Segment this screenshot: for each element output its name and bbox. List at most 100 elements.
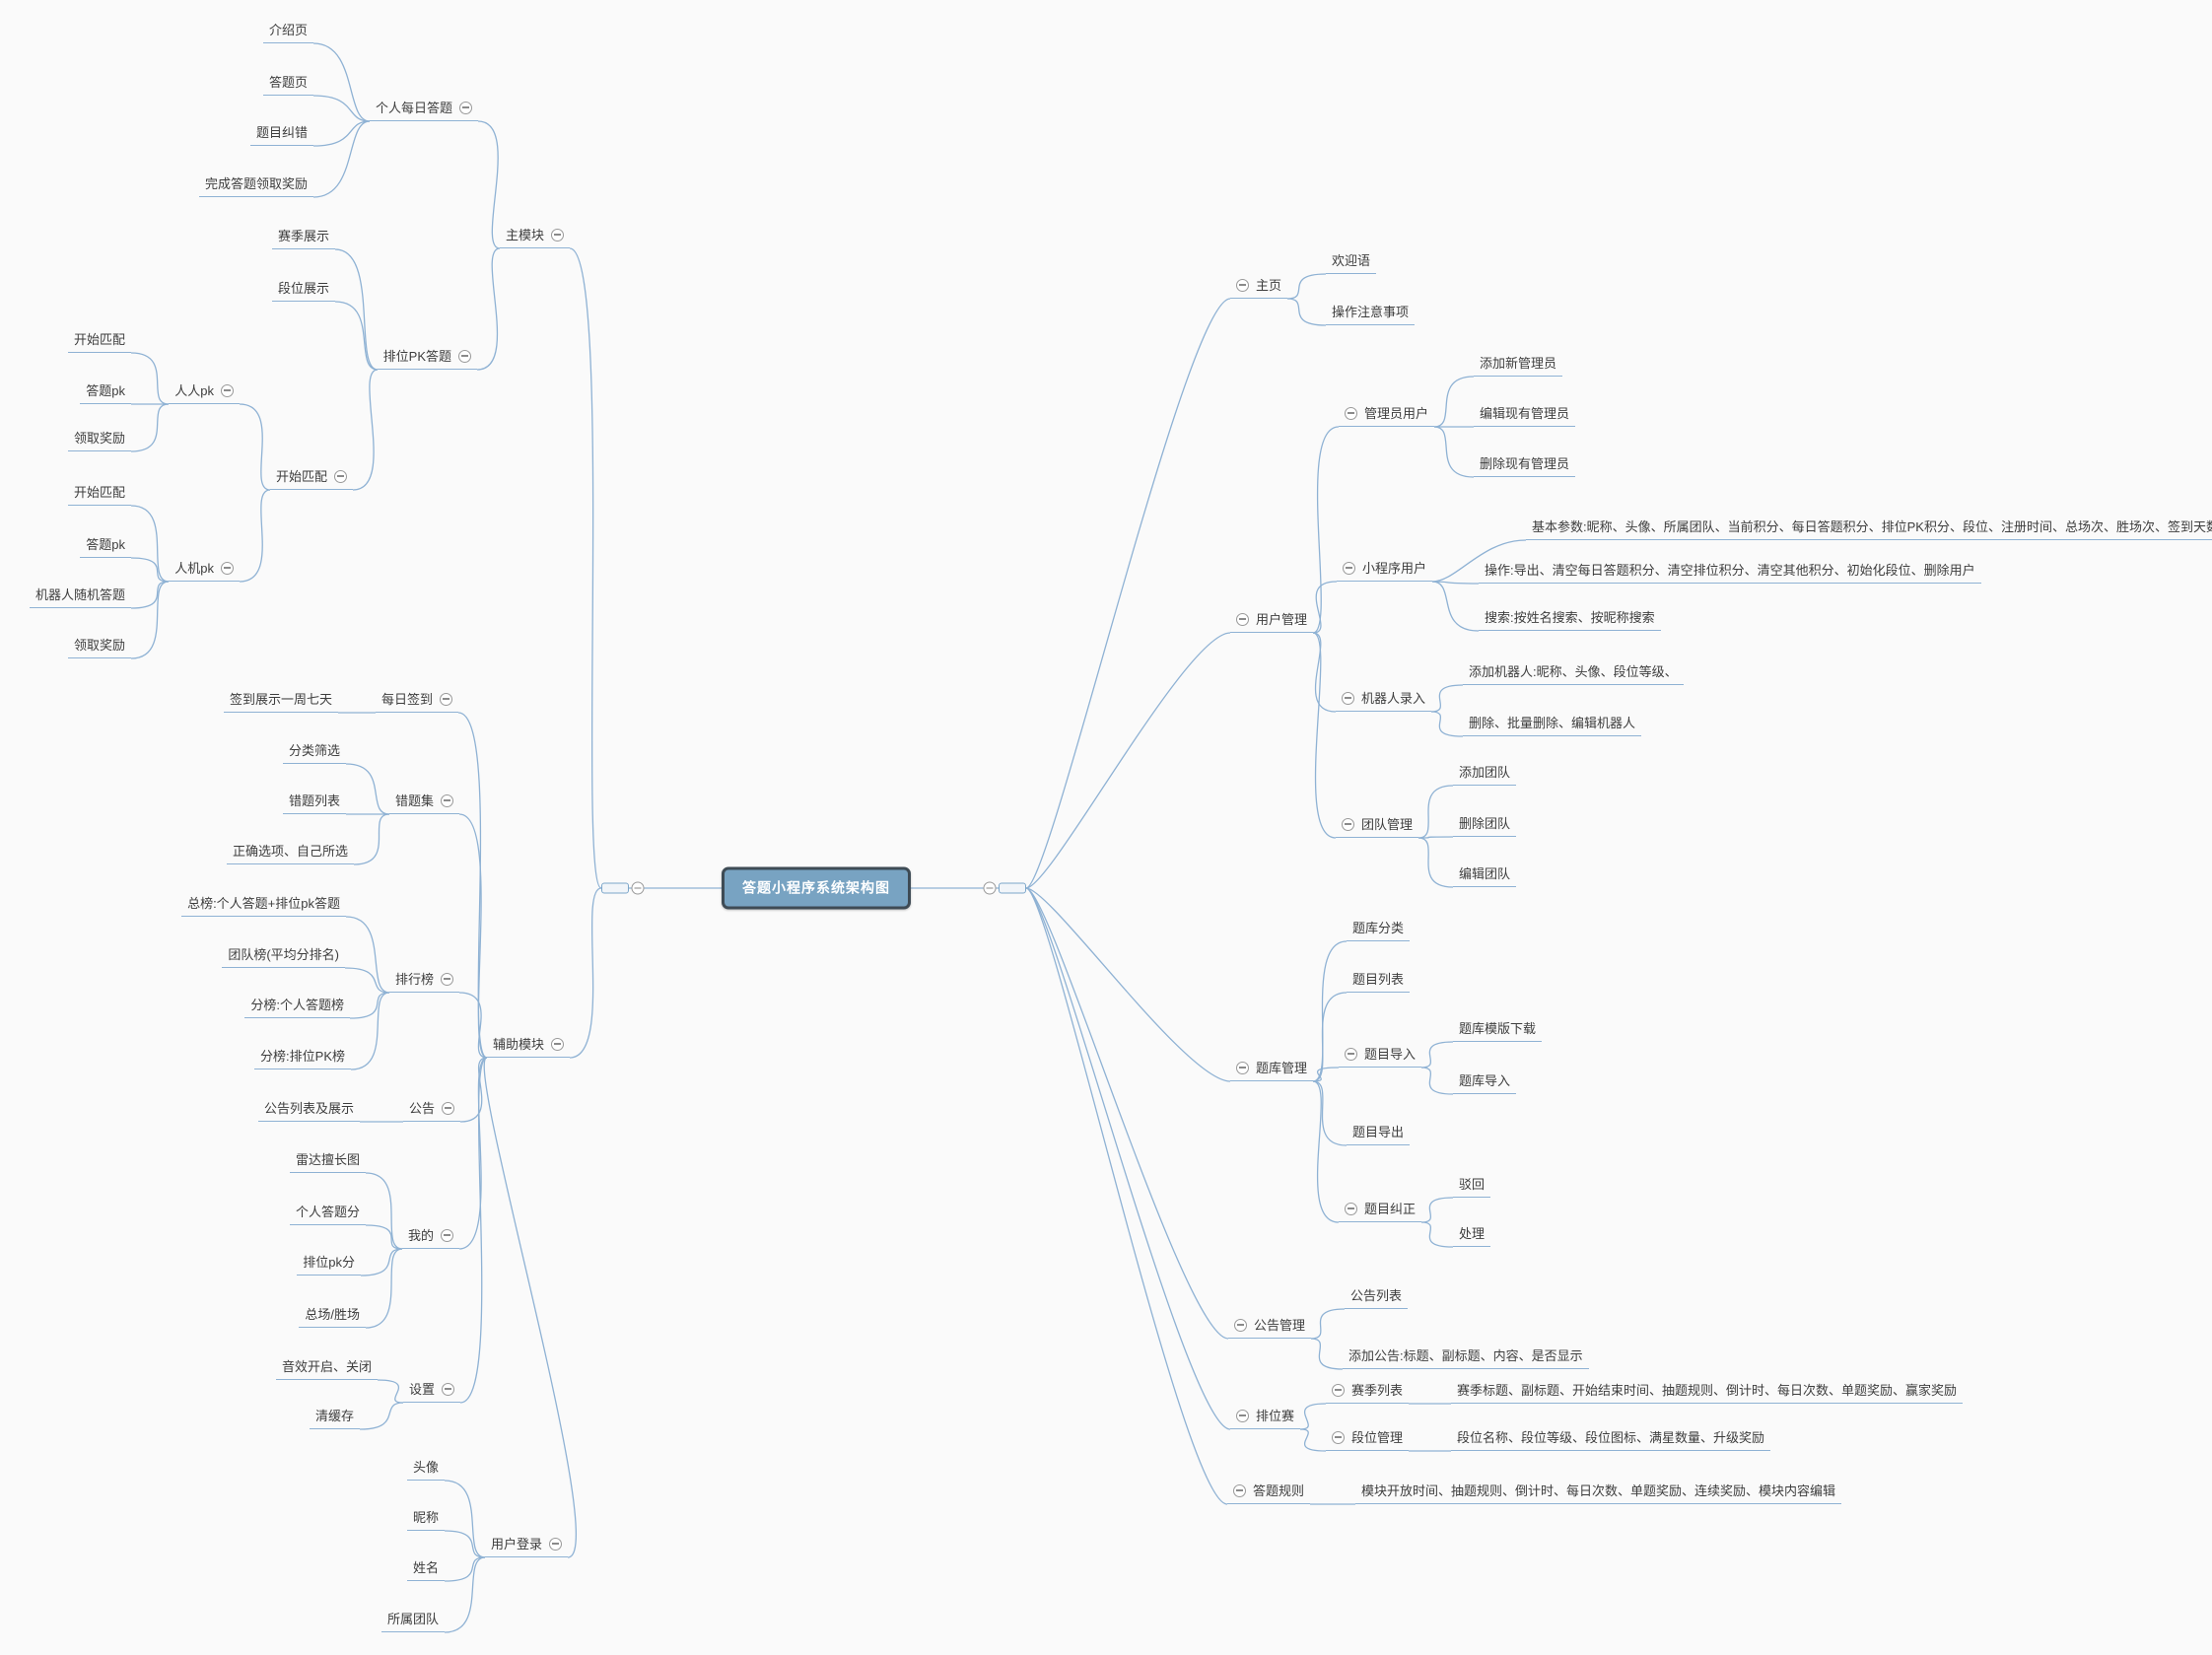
mind-node[interactable]: 模块开放时间、抽题规则、倒计时、每日次数、单题奖励、连续奖励、模块内容编辑 [1355, 1481, 1842, 1504]
mind-node[interactable]: 题库模版下载 [1453, 1018, 1543, 1042]
mind-node[interactable]: 赛季展示 [271, 226, 335, 249]
collapse-icon[interactable] [983, 881, 997, 895]
mind-node[interactable]: 用户登录 [484, 1534, 568, 1557]
mind-node[interactable]: 添加公告:标题、副标题、内容、是否显示 [1343, 1345, 1589, 1369]
mind-node[interactable]: 介绍页 [262, 20, 313, 43]
mind-node[interactable]: 音效开启、关闭 [275, 1356, 378, 1380]
mind-node[interactable]: 题目纠错 [249, 122, 313, 146]
mind-node[interactable]: 题库分类 [1347, 918, 1411, 941]
collapse-icon[interactable] [459, 101, 472, 114]
collapse-icon[interactable] [441, 972, 453, 986]
mind-node[interactable]: 团队榜(平均分排名) [222, 944, 345, 968]
mind-node[interactable]: 所属团队 [380, 1609, 445, 1632]
mind-node[interactable]: 答题pk [80, 534, 131, 558]
mind-node[interactable]: 段位名称、段位等级、段位图标、满星数量、升级奖励 [1451, 1427, 1771, 1451]
mind-node[interactable]: 开始匹配 [67, 329, 131, 353]
mind-node[interactable]: 赛季列表 [1326, 1380, 1410, 1404]
mind-node[interactable]: 总榜:个人答题+排位pk答题 [181, 893, 346, 917]
collapse-icon[interactable] [1343, 561, 1355, 575]
mind-node[interactable]: 头像 [406, 1457, 445, 1481]
mind-node[interactable]: 分榜:排位PK榜 [254, 1046, 351, 1069]
mind-node[interactable]: 删除现有管理员 [1474, 453, 1576, 477]
collapse-icon[interactable] [1233, 1483, 1246, 1497]
mind-node[interactable]: 搜索:按姓名搜索、按昵称搜索 [1479, 607, 1661, 631]
mind-node[interactable]: 分榜:个人答题榜 [244, 995, 350, 1018]
mind-node[interactable]: 错题列表 [282, 791, 346, 814]
mind-node[interactable]: 排位pk分 [297, 1252, 361, 1276]
collapse-icon[interactable] [1342, 817, 1354, 831]
collapse-icon[interactable] [221, 383, 234, 397]
mind-node[interactable]: 个人每日答题 [369, 98, 478, 121]
collapse-icon[interactable] [1345, 1047, 1357, 1061]
mind-node[interactable]: 题目导出 [1347, 1122, 1411, 1145]
mind-node[interactable]: 段位展示 [271, 278, 335, 302]
collapse-icon[interactable] [1236, 612, 1249, 626]
collapse-icon[interactable] [1234, 1318, 1247, 1332]
collapse-icon[interactable] [334, 469, 347, 483]
mind-node[interactable]: 签到展示一周七天 [223, 689, 338, 713]
mind-node[interactable]: 错题集 [388, 791, 459, 814]
mind-node[interactable]: 小程序用户 [1337, 558, 1433, 582]
mind-node[interactable]: 团队管理 [1336, 814, 1419, 838]
mind-node[interactable]: 机器人录入 [1336, 688, 1432, 712]
mind-node[interactable]: 雷达擅长图 [289, 1149, 366, 1173]
mind-node[interactable]: 删除、批量删除、编辑机器人 [1463, 713, 1642, 736]
mind-node[interactable]: 主页 [1230, 275, 1288, 299]
mind-node[interactable]: 管理员用户 [1339, 403, 1435, 427]
mind-node[interactable]: 主模块 [499, 225, 570, 248]
collapse-icon[interactable] [1236, 1409, 1249, 1422]
mind-node[interactable]: 处理 [1453, 1223, 1491, 1247]
mind-node[interactable]: 添加机器人:昵称、头像、段位等级、 [1463, 661, 1684, 685]
mind-node[interactable]: 辅助模块 [486, 1034, 570, 1058]
collapse-icon[interactable] [458, 349, 471, 363]
mind-node[interactable]: 编辑团队 [1453, 863, 1517, 887]
mind-node[interactable]: 删除团队 [1453, 813, 1517, 837]
mind-node[interactable]: 操作:导出、清空每日答题积分、清空排位积分、清空其他积分、初始化段位、删除用户 [1479, 560, 1981, 584]
mind-node[interactable]: 开始匹配 [67, 482, 131, 506]
mind-node[interactable]: 领取奖励 [67, 635, 131, 658]
mind-node[interactable]: 题库管理 [1230, 1058, 1314, 1081]
mind-node[interactable]: 题目导入 [1339, 1044, 1422, 1068]
mind-node[interactable]: 领取奖励 [67, 428, 131, 451]
collapse-icon[interactable] [442, 1382, 454, 1396]
collapse-icon[interactable] [1236, 1061, 1249, 1074]
mind-node[interactable]: 昵称 [406, 1507, 445, 1531]
collapse-icon[interactable] [441, 1228, 453, 1242]
mind-node[interactable]: 赛季标题、副标题、开始结束时间、抽题规则、倒计时、每日次数、单题奖励、赢家奖励 [1451, 1380, 1964, 1404]
collapse-icon[interactable] [1342, 691, 1354, 705]
mind-node[interactable]: 开始匹配 [269, 466, 353, 490]
mind-node[interactable]: 排位赛 [1230, 1406, 1301, 1429]
collapse-icon[interactable] [440, 692, 452, 706]
mind-node[interactable]: 机器人随机答题 [29, 585, 131, 608]
mind-node[interactable]: 答题pk [80, 380, 131, 404]
mind-node[interactable]: 题库导入 [1453, 1070, 1517, 1094]
mind-node[interactable]: 添加团队 [1453, 762, 1517, 786]
collapse-icon[interactable] [549, 1537, 562, 1551]
mind-node[interactable]: 公告管理 [1228, 1315, 1312, 1339]
branch-topic[interactable] [999, 882, 1026, 894]
mind-node[interactable]: 排位PK答题 [377, 346, 477, 370]
collapse-icon[interactable] [631, 881, 645, 895]
mind-node[interactable]: 每日签到 [375, 689, 458, 713]
collapse-icon[interactable] [1332, 1430, 1345, 1444]
mind-node[interactable]: 姓名 [406, 1557, 445, 1581]
mind-node[interactable]: 总场/胜场 [299, 1304, 366, 1328]
mind-node[interactable]: 驳回 [1453, 1174, 1491, 1198]
mind-node[interactable]: 基本参数:昵称、头像、所属团队、当前积分、每日答题积分、排位PK积分、段位、注册… [1526, 517, 2212, 540]
collapse-icon[interactable] [1345, 1202, 1357, 1215]
mind-node[interactable]: 排行榜 [388, 969, 459, 993]
mind-node[interactable]: 题目纠正 [1339, 1199, 1422, 1222]
mind-node[interactable]: 人人pk [169, 380, 240, 404]
mind-node[interactable]: 设置 [402, 1379, 460, 1403]
mind-node[interactable]: 公告列表及展示 [257, 1098, 360, 1122]
mind-node[interactable]: 操作注意事项 [1326, 302, 1416, 325]
mind-node[interactable]: 用户管理 [1230, 609, 1314, 633]
mind-node[interactable]: 公告 [402, 1098, 460, 1122]
root-topic[interactable]: 答题小程序系统架构图 [722, 866, 911, 910]
mind-node[interactable]: 添加新管理员 [1474, 353, 1563, 377]
collapse-icon[interactable] [1345, 406, 1357, 420]
collapse-icon[interactable] [441, 793, 453, 807]
collapse-icon[interactable] [442, 1101, 454, 1115]
mind-node[interactable]: 公告列表 [1345, 1285, 1409, 1309]
mind-node[interactable]: 分类筛选 [282, 740, 346, 764]
